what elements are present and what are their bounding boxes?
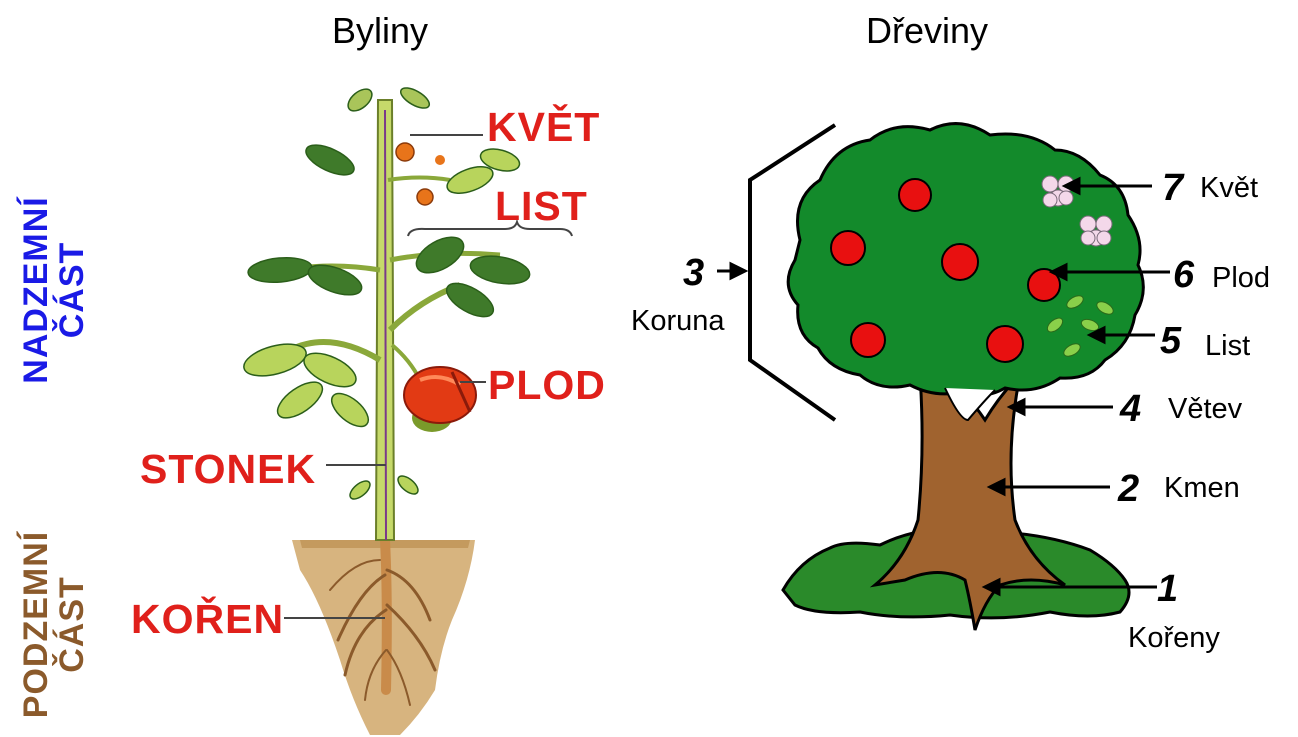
tree-num-6: 6 xyxy=(1173,254,1194,297)
tree-label-crown: Koruna xyxy=(631,305,725,338)
title-trees: Dřeviny xyxy=(866,10,988,52)
tree-num-1: 1 xyxy=(1157,568,1178,611)
tree-num-4: 4 xyxy=(1120,388,1141,431)
tree-label-trunk: Kmen xyxy=(1164,472,1240,505)
tree-label-flower: Květ xyxy=(1200,172,1258,205)
plant-label-root: KOŘEN xyxy=(131,596,284,643)
tree-num-7: 7 xyxy=(1162,167,1183,210)
below-ground-line1: PODZEMNÍ xyxy=(18,512,54,737)
plant-label-leaf: LIST xyxy=(495,183,588,230)
above-ground-line2: ČÁST xyxy=(54,175,90,405)
above-ground-line1: NADZEMNÍ xyxy=(18,175,54,405)
plant-label-stem: STONEK xyxy=(140,446,316,493)
plant-flowers xyxy=(396,143,445,205)
above-ground-label: NADZEMNÍ ČÁST xyxy=(18,175,90,405)
tree-label-branch: Větev xyxy=(1168,393,1242,426)
tree-label-fruit: Plod xyxy=(1212,262,1270,295)
tree-label-roots: Kořeny xyxy=(1128,622,1220,655)
plant-fruit xyxy=(404,367,476,432)
tree-num-5: 5 xyxy=(1160,320,1181,363)
plant-label-fruit: PLOD xyxy=(488,362,606,409)
below-ground-label: PODZEMNÍ ČÁST xyxy=(18,512,90,737)
tree-num-3: 3 xyxy=(683,252,704,295)
title-herbs: Byliny xyxy=(332,10,428,52)
below-ground-line2: ČÁST xyxy=(54,512,90,737)
tree-label-leaf: List xyxy=(1205,330,1250,363)
tree-num-2: 2 xyxy=(1118,468,1139,511)
plant-label-flower: KVĚT xyxy=(487,104,600,151)
